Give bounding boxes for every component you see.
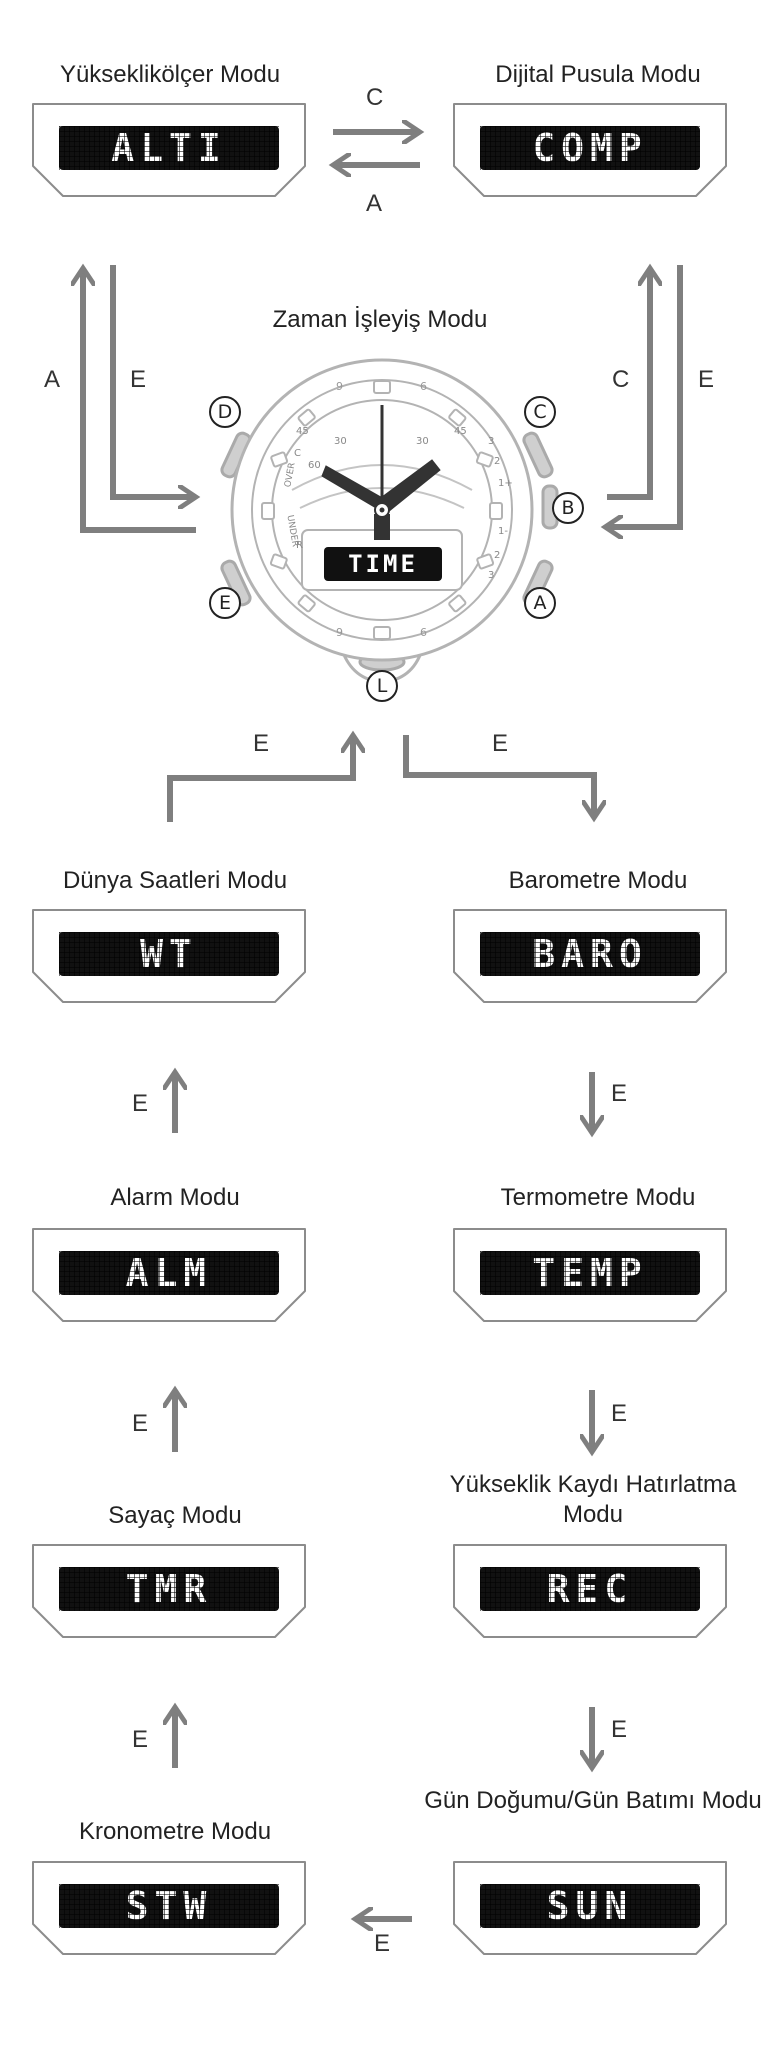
badge-e-circle bbox=[209, 587, 241, 619]
badge-c: C bbox=[533, 401, 547, 423]
label-tmr-to-alm: E bbox=[132, 1410, 149, 1437]
arrow-time-to-alti bbox=[83, 268, 196, 533]
dial-right-3-top: 3 bbox=[488, 436, 495, 447]
badge-l-circle bbox=[366, 670, 398, 702]
arrow-wt-to-time bbox=[167, 735, 353, 822]
label-rec-to-sun: E bbox=[611, 1716, 628, 1743]
badge-a-circle bbox=[524, 587, 556, 619]
dial-right-2-bottom: 2 bbox=[494, 550, 501, 561]
dial-c: C bbox=[294, 448, 301, 459]
dial-right-2-top: 2 bbox=[494, 456, 501, 467]
label-alti-to-comp: C bbox=[366, 84, 384, 111]
title-world-time: Dünya Saatleri Modu bbox=[62, 867, 288, 894]
button-e bbox=[220, 559, 252, 607]
panel-stopwatch: STW bbox=[31, 1860, 307, 1956]
label-comp-to-alti: A bbox=[366, 190, 383, 217]
panel-timer: TMR bbox=[31, 1543, 307, 1639]
badge-a: A bbox=[533, 592, 547, 614]
badge-b: B bbox=[561, 497, 575, 519]
label-sun-to-stw: E bbox=[374, 1930, 391, 1957]
label-time-to-alti: A bbox=[44, 366, 61, 393]
dial-right-1-minus: 1- bbox=[498, 526, 508, 537]
title-alarm: Alarm Modu bbox=[110, 1184, 240, 1211]
label-time-to-baro: E bbox=[492, 730, 509, 757]
arrow-alti-to-time bbox=[110, 265, 196, 497]
label-temp-to-rec: E bbox=[611, 1400, 628, 1427]
label-stw-to-tmr: E bbox=[132, 1726, 149, 1753]
label-time-to-comp: C bbox=[612, 366, 630, 393]
label-alm-to-wt: E bbox=[132, 1090, 149, 1117]
label-alti-to-time: E bbox=[130, 366, 147, 393]
dial-30-right: 30 bbox=[416, 436, 429, 447]
title-stopwatch: Kronometre Modu bbox=[78, 1818, 272, 1845]
label-wt-to-time: E bbox=[253, 730, 270, 757]
dial-r: R bbox=[296, 540, 303, 551]
title-thermometer: Termometre Modu bbox=[500, 1184, 696, 1211]
dial-45-right: 45 bbox=[454, 426, 467, 437]
watch-lcd-text: TIME bbox=[348, 550, 418, 578]
button-c bbox=[522, 431, 554, 479]
title-sunrise-sunset: Gün Doğumu/Gün Batımı Modu bbox=[424, 1787, 762, 1814]
label-comp-to-time: E bbox=[698, 366, 715, 393]
badge-l: L bbox=[376, 675, 388, 697]
badge-d: D bbox=[217, 401, 233, 423]
dial-30-left: 30 bbox=[334, 436, 347, 447]
title-altimeter: Yükseklikölçer Modu bbox=[59, 61, 281, 88]
title-timekeeping: Zaman İşleyiş Modu bbox=[272, 306, 488, 333]
badge-d-circle bbox=[209, 396, 241, 428]
title-barometer: Barometre Modu bbox=[508, 867, 688, 894]
dial-45-left: 45 bbox=[296, 426, 309, 437]
title-timer: Sayaç Modu bbox=[108, 1502, 242, 1529]
label-baro-to-temp: E bbox=[611, 1080, 628, 1107]
watch-lcd bbox=[324, 547, 442, 581]
title-altitude-recall: Yükseklik Kaydı Hatırlatma Modu bbox=[449, 1471, 737, 1528]
title-compass: Dijital Pusula Modu bbox=[495, 61, 701, 88]
badge-c-circle bbox=[524, 396, 556, 428]
bezel-6-top: 6 bbox=[420, 380, 427, 393]
badge-e: E bbox=[218, 592, 231, 614]
arrow-time-to-baro bbox=[403, 735, 594, 818]
arrow-comp-to-time bbox=[605, 265, 683, 527]
dial-right-1-plus: 1+ bbox=[498, 478, 513, 489]
dial-60: 60 bbox=[308, 460, 321, 471]
badge-b-circle bbox=[552, 492, 584, 524]
bezel-6-bottom: 6 bbox=[420, 626, 427, 639]
bezel-9-bottom: 9 bbox=[336, 626, 343, 639]
arrow-time-to-comp bbox=[607, 268, 650, 500]
bezel-9-top: 9 bbox=[336, 380, 343, 393]
dial-right-3-bottom: 3 bbox=[488, 570, 495, 581]
